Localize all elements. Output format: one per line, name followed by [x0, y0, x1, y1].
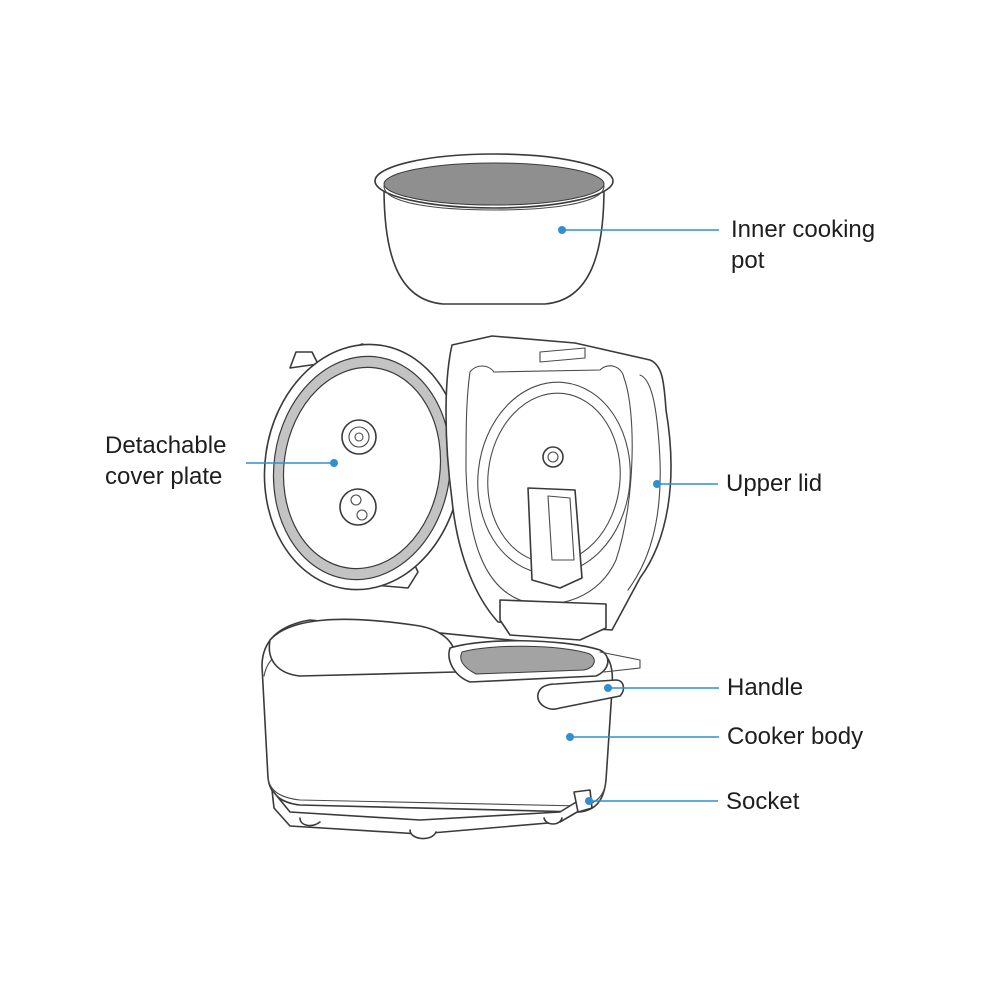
- label-inner-cooking-pot: Inner cooking pot: [731, 214, 875, 276]
- label-line: Inner cooking: [731, 216, 876, 243]
- upper-lid-illustration: [445, 335, 672, 641]
- label-line: cover plate: [105, 463, 223, 490]
- callout-upper-lid: [653, 480, 718, 488]
- inner-cooking-pot-illustration: [374, 153, 614, 305]
- label-line: Handle: [727, 674, 804, 701]
- label-socket: Socket: [726, 786, 799, 817]
- callout-handle: [604, 684, 719, 692]
- callout-cooker-body: [566, 733, 719, 741]
- callout-socket: [585, 797, 718, 805]
- label-handle: Handle: [727, 672, 803, 703]
- label-cooker-body: Cooker body: [727, 721, 863, 752]
- label-line: Socket: [726, 788, 800, 815]
- label-line: Upper lid: [726, 470, 823, 497]
- callout-detachable-cover-plate: [246, 459, 338, 467]
- label-line: pot: [731, 247, 765, 274]
- label-line: Cooker body: [727, 723, 864, 750]
- detachable-cover-plate-illustration: [263, 343, 463, 591]
- label-upper-lid: Upper lid: [726, 468, 822, 499]
- cooker-body-illustration: [261, 618, 641, 840]
- label-detachable-cover-plate: Detachable cover plate: [105, 430, 226, 492]
- label-line: Detachable: [105, 432, 227, 459]
- callout-inner-cooking-pot: [558, 226, 719, 234]
